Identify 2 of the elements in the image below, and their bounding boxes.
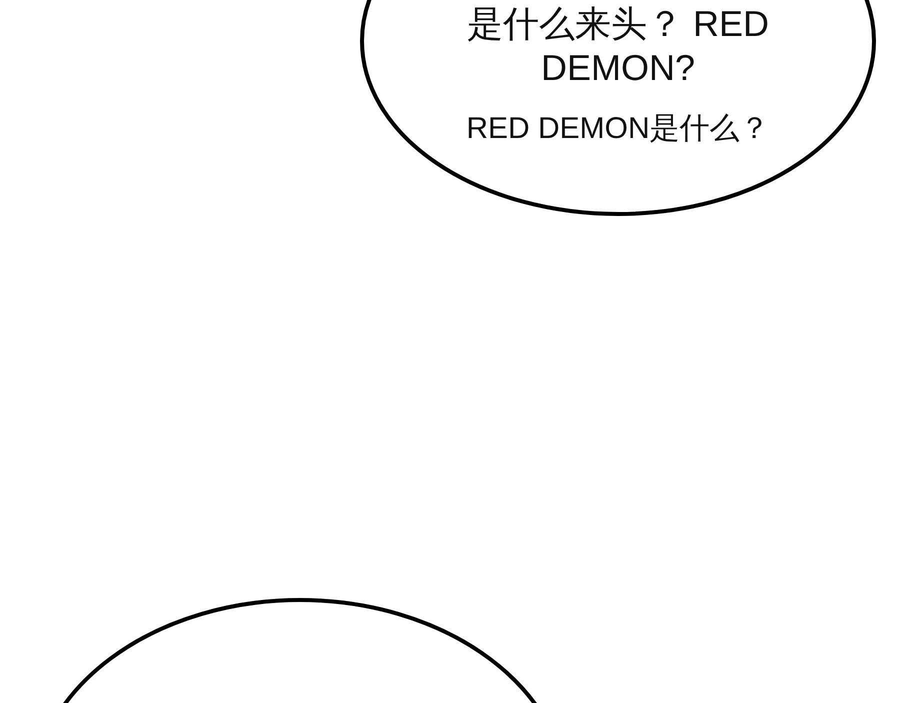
dialogue-text: RED DEMON是什么？: [465, 111, 771, 147]
dialogue-text: 是什么来头？ RED DEMON?: [466, 2, 770, 90]
